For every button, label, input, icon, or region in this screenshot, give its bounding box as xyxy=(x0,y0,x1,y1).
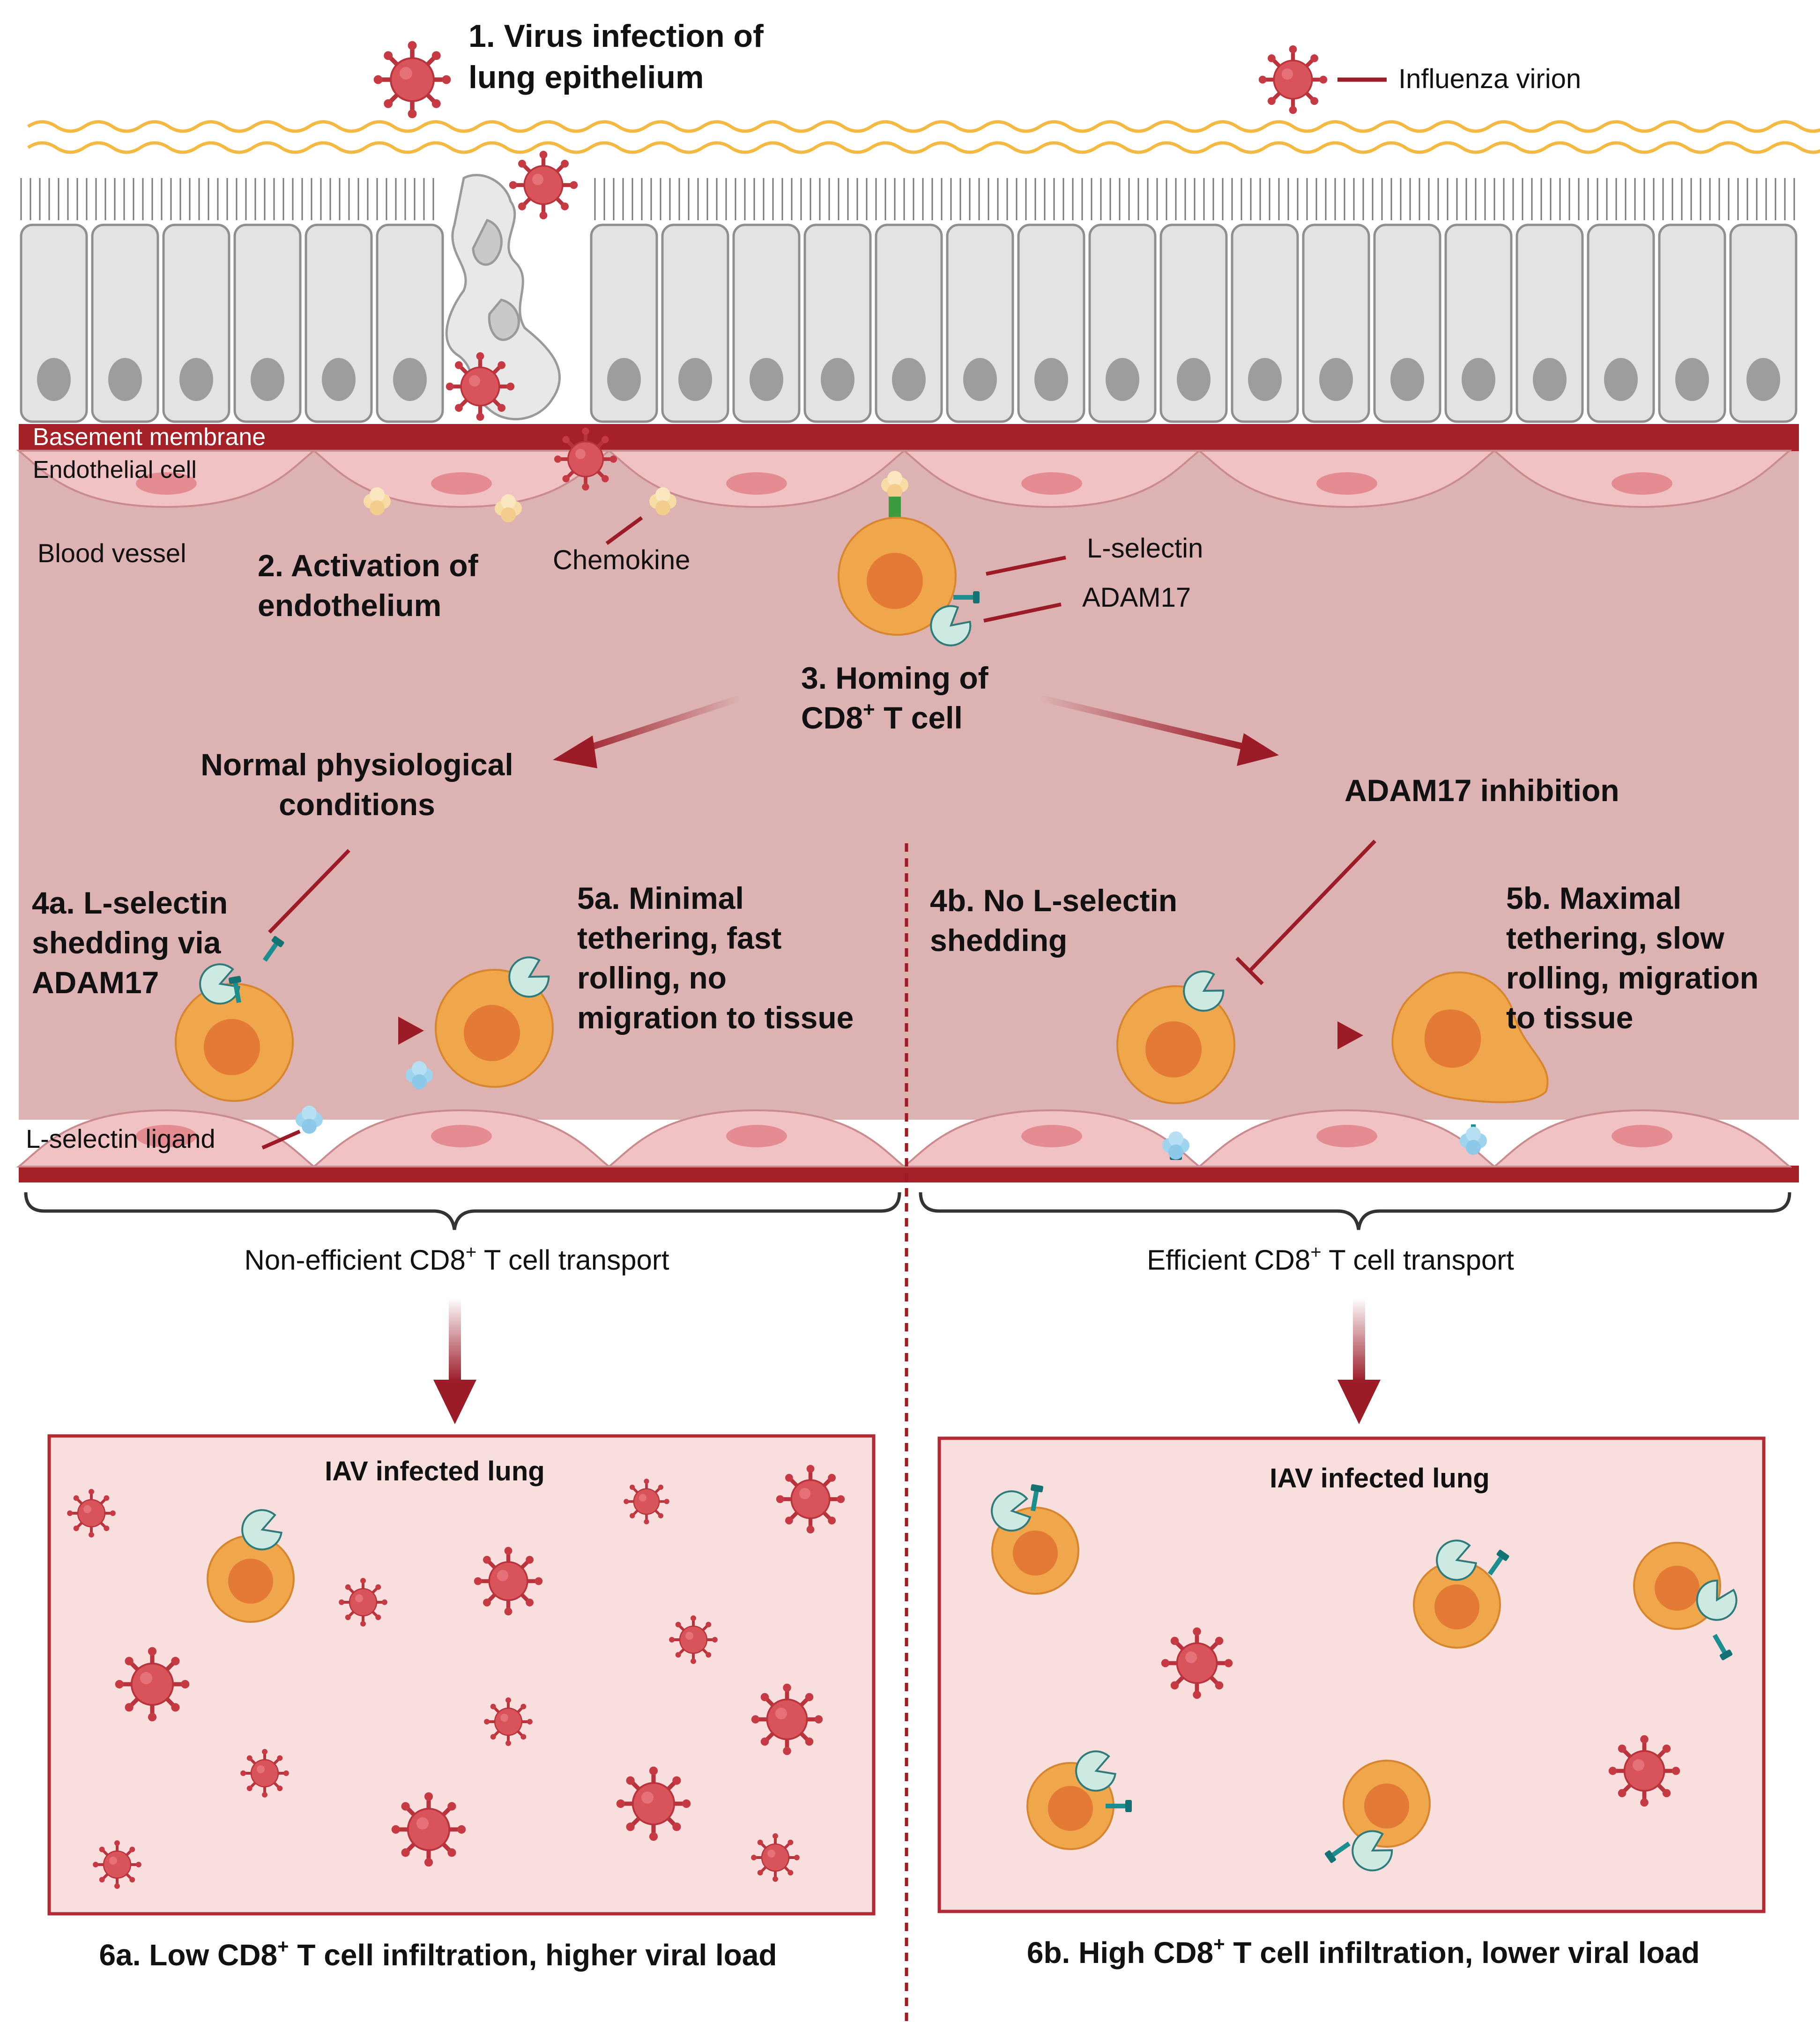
step4b-line1: 4b. No L-selectin xyxy=(930,883,1177,918)
step4b-line2: shedding xyxy=(930,923,1067,958)
step5a-line4: migration to tissue xyxy=(577,1000,854,1035)
step5a-line2: tethering, fast xyxy=(577,921,781,955)
step5b-line1: 5b. Maximal xyxy=(1506,881,1681,915)
lung-b-title: IAV infected lung xyxy=(1270,1463,1489,1494)
chemokine-label: Chemokine xyxy=(553,545,690,575)
ligand-label: L-selectin ligand xyxy=(26,1124,215,1153)
brace-left xyxy=(24,1192,901,1230)
brace-right xyxy=(919,1192,1791,1230)
outcome-b: 6b. High CD8+ T cell infiltration, lower… xyxy=(1027,1933,1700,1970)
vessel-bottom-wall xyxy=(19,1166,1799,1182)
lung-a-title: IAV infected lung xyxy=(325,1456,544,1487)
step5b-line2: tethering, slow xyxy=(1506,921,1724,955)
adam17-leader xyxy=(983,602,1062,623)
lselectin-label: L-selectin xyxy=(1087,533,1203,564)
arrow-inhibition-head xyxy=(1237,733,1279,766)
t-cell-migrating xyxy=(1391,971,1549,1155)
step5a-line1: 5a. Minimal xyxy=(577,881,744,915)
mucus-layer xyxy=(27,120,1820,154)
virus-icon xyxy=(554,428,617,491)
lung-box-a xyxy=(47,1434,876,1916)
step2-title-line1: 2. Activation of xyxy=(258,548,479,583)
lselectin-leader xyxy=(986,556,1066,576)
outcome-a: 6a. Low CD8+ T cell infiltration, higher… xyxy=(99,1935,777,1972)
virus-icon xyxy=(446,352,514,421)
transport-label-b: Efficient CD8+ T cell transport xyxy=(1147,1242,1514,1276)
basement-membrane-label: Basement membrane xyxy=(33,424,266,451)
arrow-down-right-head xyxy=(1337,1380,1381,1424)
step3-title-line2: CD8+ T cell xyxy=(801,698,963,735)
arrow-down-left xyxy=(449,1298,461,1382)
step1-title-line2: lung epithelium xyxy=(468,59,704,95)
infected-epithelial-cell xyxy=(445,174,561,421)
step4a-line2: shedding via xyxy=(32,925,222,960)
inhibition-line xyxy=(1249,840,1376,971)
legend-virus-icon xyxy=(1259,45,1327,114)
virus-icon xyxy=(374,41,451,119)
arrow-normal-head xyxy=(553,736,597,768)
chemokine-leader xyxy=(605,516,643,545)
step4a-line3: ADAM17 xyxy=(32,965,159,1000)
cilia xyxy=(20,178,1795,220)
step2-title-line2: endothelium xyxy=(258,588,441,623)
step5a-line3: rolling, no xyxy=(577,960,727,995)
adam17-inhibition-label: ADAM17 inhibition xyxy=(1345,773,1619,808)
basement-membrane xyxy=(19,424,1799,451)
homing-t-cell xyxy=(838,471,980,654)
arrow-rolling-b-head xyxy=(1337,1021,1363,1049)
inhibition-bar xyxy=(1235,957,1264,985)
step3-title-line1: 3. Homing of xyxy=(801,661,989,695)
normal-leader xyxy=(268,849,350,934)
virus-icon xyxy=(509,151,578,219)
arrow-down-left-head xyxy=(433,1380,476,1424)
normal-conditions-line2: conditions xyxy=(279,787,435,822)
epithelium xyxy=(21,225,1796,422)
normal-conditions-line1: Normal physiological xyxy=(201,747,513,782)
step5b-line3: rolling, migration xyxy=(1506,960,1759,995)
step1-title-line1: 1. Virus infection of xyxy=(468,18,764,54)
step4a-line1: 4a. L-selectin xyxy=(32,885,228,920)
arrow-inhibition xyxy=(1039,695,1247,751)
arrow-rolling-a-head xyxy=(398,1017,424,1045)
blood-vessel-label: Blood vessel xyxy=(37,538,186,568)
legend-virion-label: Influenza virion xyxy=(1398,64,1581,94)
ligand-leader xyxy=(261,1130,301,1150)
adam17-label: ADAM17 xyxy=(1082,582,1191,613)
step5b-line4: to tissue xyxy=(1506,1000,1633,1035)
endothelial-cell-label: Endothelial cell xyxy=(33,456,197,483)
arrow-normal xyxy=(568,695,742,758)
transport-label-a: Non-efficient CD8+ T cell transport xyxy=(244,1242,669,1276)
arrow-down-right xyxy=(1353,1298,1365,1382)
